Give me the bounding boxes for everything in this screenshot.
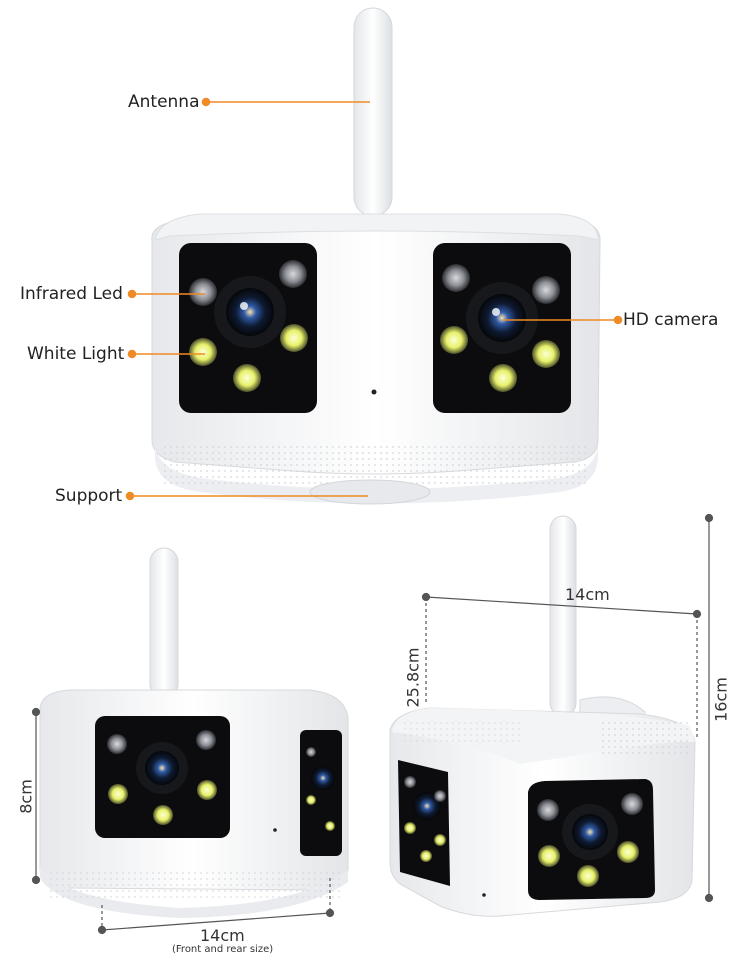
white-light-label: White Light — [27, 344, 125, 364]
front-height-dimension: 8cm — [16, 779, 36, 814]
right-lens-panel — [433, 243, 571, 413]
side-depth-dimension: 25.8cm — [403, 647, 423, 708]
hd-camera-label: HD camera — [623, 310, 719, 330]
front-width-note: (Front and rear size) — [172, 944, 274, 955]
callout-leaders — [125, 97, 623, 501]
side-width-dimension: 14cm — [565, 585, 610, 604]
support-label: Support — [55, 486, 123, 506]
antenna-label: Antenna — [128, 92, 200, 112]
antenna — [353, 7, 393, 217]
front-view-camera — [39, 547, 349, 918]
dimension-lines — [31, 513, 714, 935]
left-lens-panel — [179, 243, 317, 413]
infrared-led-label: Infrared Led — [20, 284, 123, 304]
main-camera — [151, 7, 601, 505]
front-width-dimension: 14cm — [200, 926, 245, 945]
side-height-dimension: 16cm — [711, 677, 731, 722]
support-mount — [309, 479, 431, 505]
camera-base — [155, 442, 598, 504]
side-view-camera — [389, 515, 696, 917]
camera-top-rim — [154, 213, 599, 241]
